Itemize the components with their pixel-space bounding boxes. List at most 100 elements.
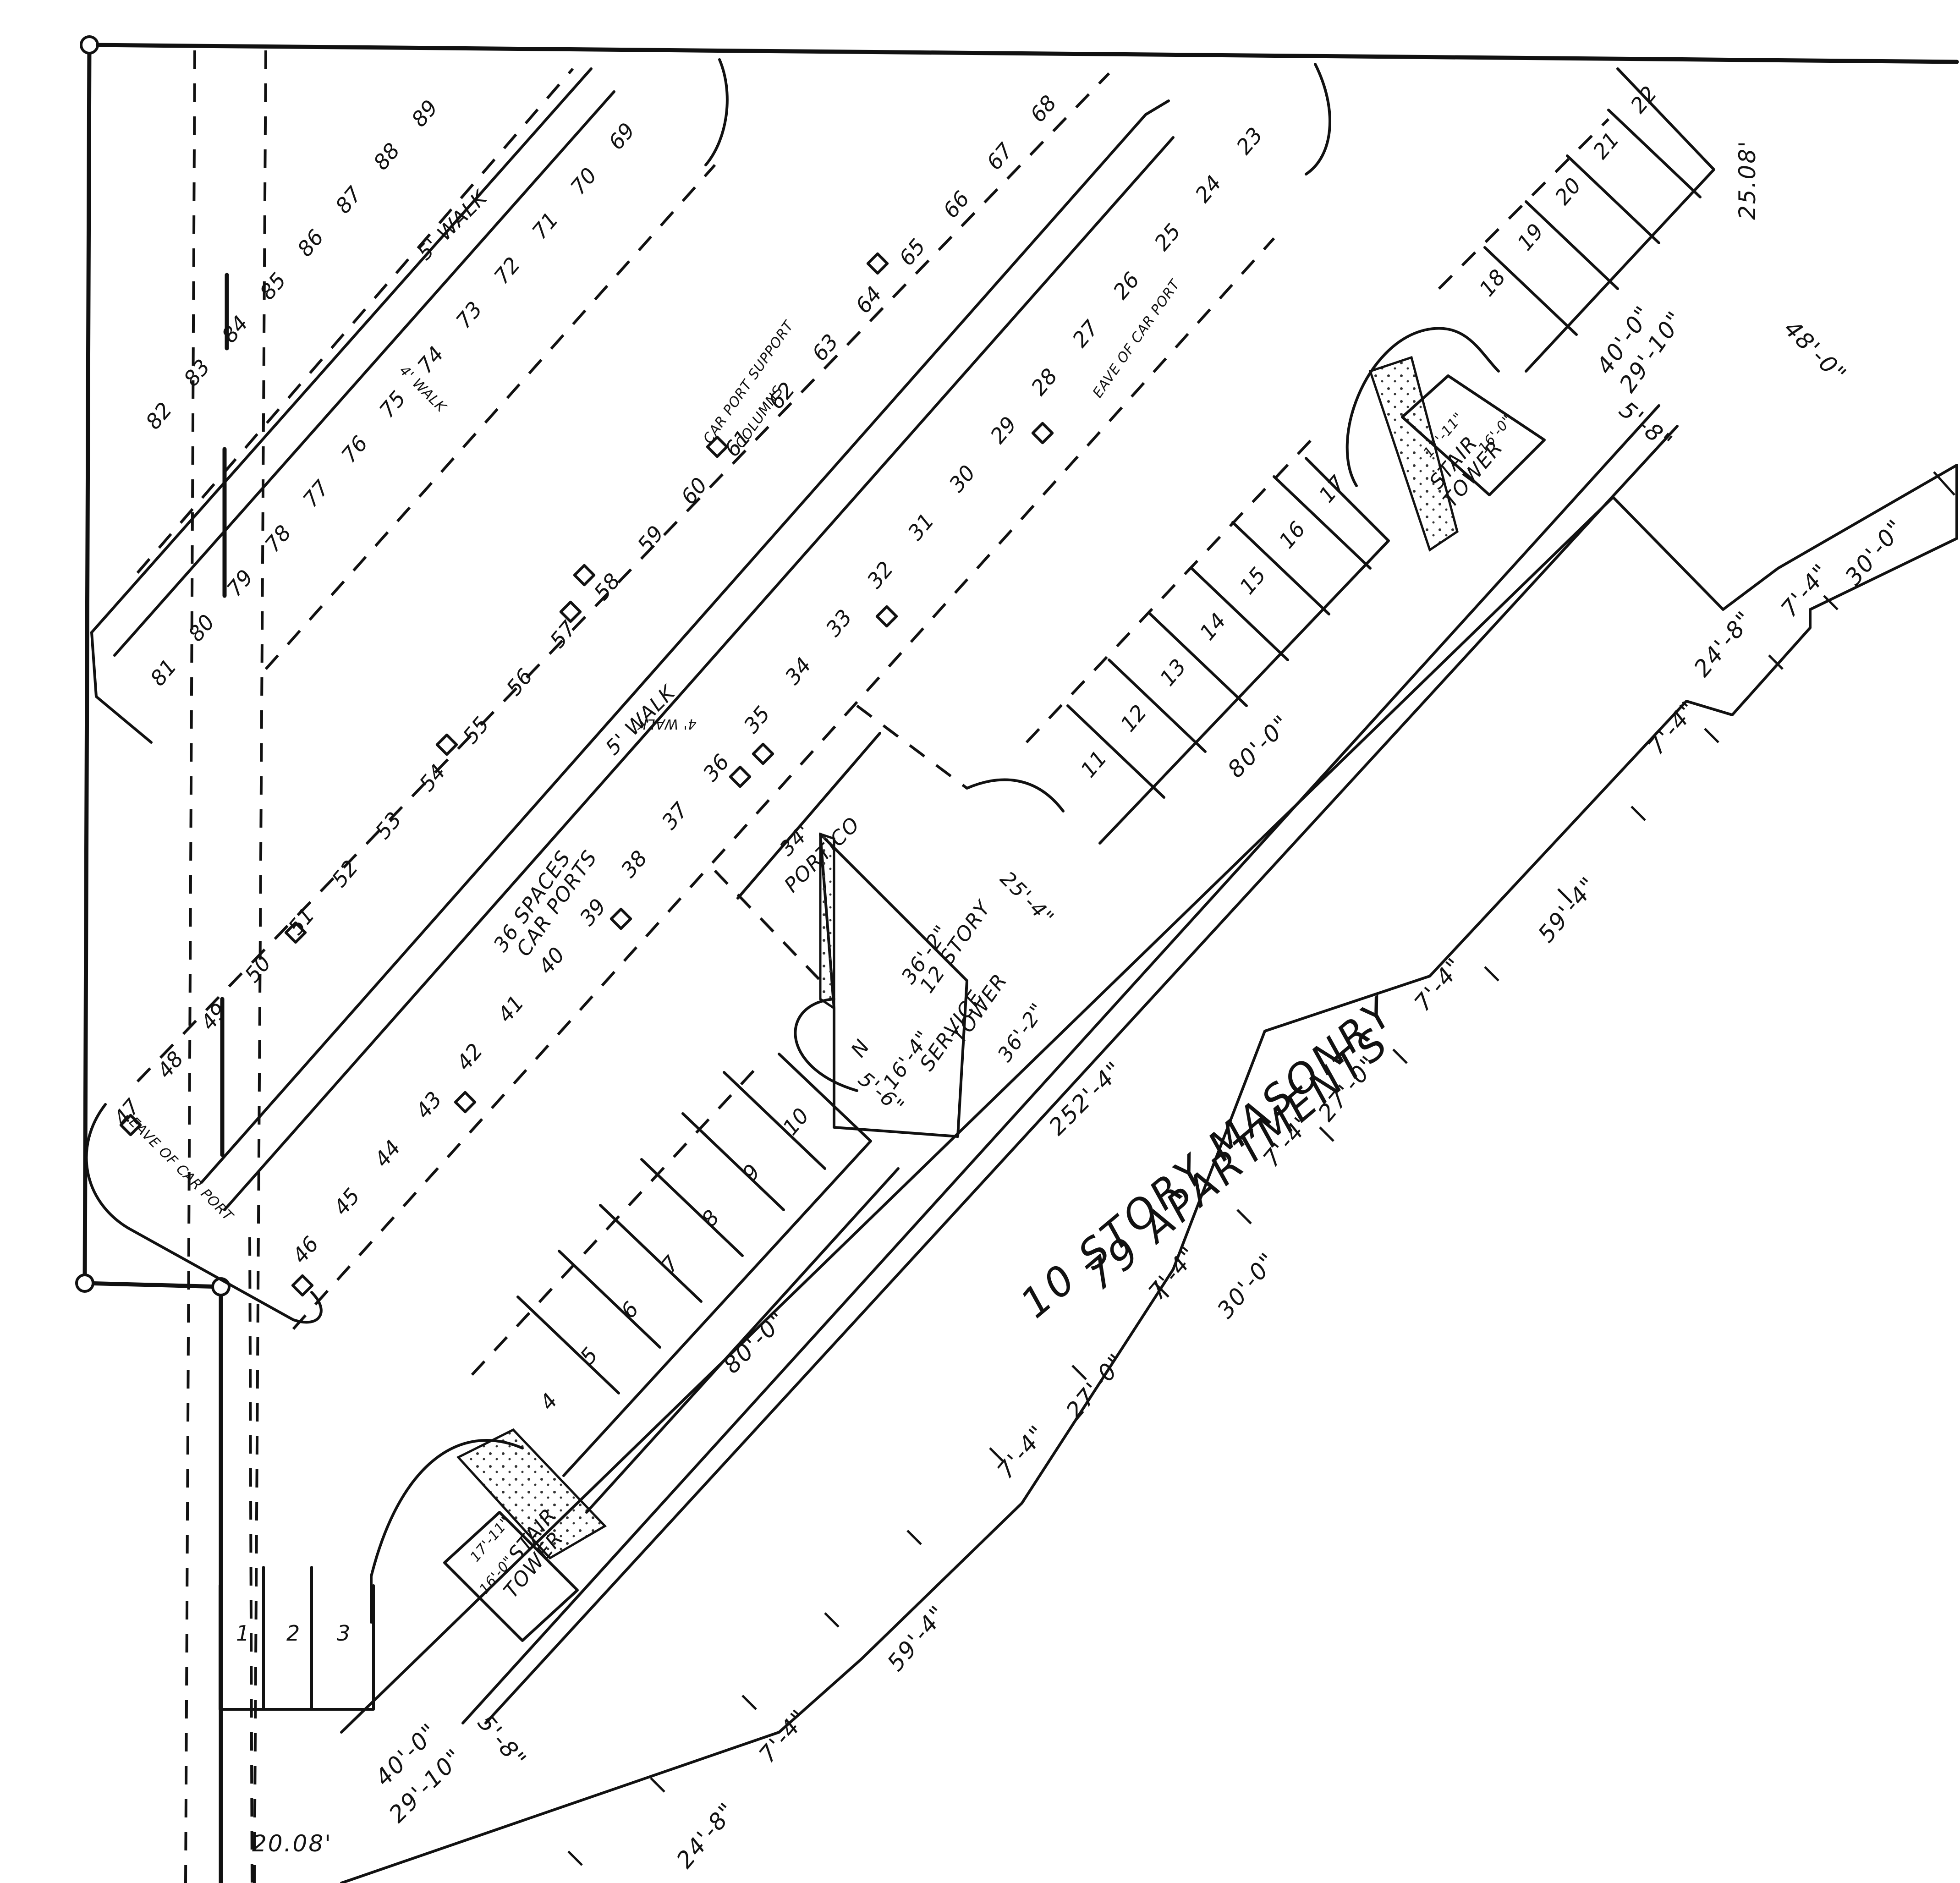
parking-stall-50: 50: [240, 951, 276, 988]
note-eave-bottom: EAVE OF CAR PORT: [126, 1114, 236, 1225]
parking-stall-84: 84: [217, 311, 253, 348]
parking-stall-81: 81: [145, 654, 181, 691]
note-eave-top: EAVE OF CAR PORT: [1090, 276, 1184, 401]
parking-stall-16: 16: [1274, 517, 1310, 554]
portico-outline: [714, 704, 968, 987]
parking-stall-2: 2: [286, 1621, 300, 1646]
dim-59-4-upper: 59'-4": [1533, 872, 1603, 948]
parking-stall-39: 39: [575, 894, 611, 931]
parking-stall-5: 5: [575, 1343, 603, 1369]
dim-59-4-lower: 59'-4": [882, 1600, 952, 1676]
parking-stall-32: 32: [862, 557, 898, 593]
parking-stall-45: 45: [329, 1184, 365, 1220]
walk-5-top: 5' WALK: [413, 186, 493, 265]
walk-80-lower: 80'-0": [718, 1306, 791, 1379]
parking-stall-37: 37: [657, 798, 693, 834]
stall-dividers: [516, 109, 1702, 1394]
dim-24-8-lower: 24'-8": [671, 1797, 741, 1873]
parking-stall-72: 72: [489, 253, 525, 289]
wall-hatch: [567, 595, 1839, 1866]
parking-stall-22: 22: [1625, 82, 1662, 118]
service-tower-dim-n: N: [846, 1035, 875, 1061]
parking-stall-73: 73: [451, 297, 487, 334]
property-right-width: 25.08': [1734, 140, 1761, 220]
dim-right-5-8: 5'-8": [1614, 396, 1678, 456]
dim-7-4-a: 7'-4": [754, 1704, 813, 1768]
parking-stall-34: 34: [780, 653, 816, 690]
parking-stall-46: 46: [287, 1232, 324, 1268]
parking-stall-49: 49: [196, 999, 232, 1035]
corner-marker-nw: [80, 35, 99, 55]
parking-stall-21: 21: [1588, 127, 1624, 164]
carport-row-b: [90, 58, 729, 744]
parking-stall-86: 86: [292, 225, 329, 262]
parking-stall-53: 53: [370, 807, 406, 844]
parking-stall-44: 44: [369, 1136, 406, 1172]
building-title-line2: 79 APARTMENTS: [1076, 1018, 1399, 1300]
service-tower: [794, 778, 1065, 1138]
parking-stall-17: 17: [1314, 471, 1350, 508]
parking-stall-60: 60: [676, 473, 712, 510]
walk-4-mid: 4' WALK: [637, 716, 697, 732]
parking-stall-numbers: 4567891011121314151617181920212223242526…: [109, 82, 1662, 1646]
parking-stall-10: 10: [778, 1103, 814, 1140]
parking-stall-79: 79: [222, 565, 258, 602]
walk-80-upper: 80'-0": [1222, 710, 1296, 783]
parking-stall-9: 9: [737, 1159, 765, 1186]
parking-stall-13: 13: [1155, 654, 1191, 691]
dim-7-4-b: 7'-4": [992, 1420, 1052, 1483]
parking-stall-38: 38: [616, 846, 652, 883]
parking-stall-29: 29: [985, 412, 1021, 449]
parking-stall-30: 30: [944, 461, 980, 497]
property-left-width: 20.08': [252, 1830, 332, 1857]
parking-stall-19: 19: [1512, 219, 1548, 256]
parking-stall-63: 63: [807, 329, 843, 366]
parking-stall-15: 15: [1235, 563, 1271, 599]
dim-7-4-f: 7'-4": [1643, 696, 1702, 759]
parking-stall-56: 56: [501, 664, 538, 701]
parking-stall-64: 64: [851, 282, 887, 318]
parking-stall-1: 1: [236, 1621, 249, 1646]
parking-stall-83: 83: [179, 355, 215, 391]
parking-stall-67: 67: [982, 138, 1018, 175]
parking-stall-48: 48: [152, 1047, 188, 1083]
parking-stall-33: 33: [821, 605, 857, 642]
corner-marker-sw: [75, 1274, 94, 1293]
parking-stall-85: 85: [255, 268, 291, 305]
parking-stall-4: 4: [535, 1389, 562, 1415]
parking-stall-70: 70: [565, 163, 602, 200]
parking-stall-12: 12: [1115, 700, 1152, 737]
parking-stall-76: 76: [336, 431, 373, 468]
service-tower-dim-bottom: 36'-2": [993, 999, 1050, 1066]
parking-stall-35: 35: [739, 702, 775, 738]
parking-stall-43: 43: [411, 1087, 447, 1124]
dim-7-4-e: 7'-4": [1409, 952, 1469, 1016]
parking-stall-87: 87: [330, 182, 367, 219]
parking-stall-24: 24: [1190, 171, 1226, 208]
parking-stall-14: 14: [1195, 609, 1231, 645]
parking-stall-31: 31: [903, 509, 939, 545]
parking-stall-78: 78: [260, 521, 296, 557]
parking-stall-82: 82: [141, 398, 177, 434]
parking-stall-18: 18: [1474, 265, 1510, 302]
dim-27-0-lower: 27'-0": [1061, 1348, 1131, 1424]
parking-stall-11: 11: [1076, 746, 1112, 783]
street-parking: [219, 1566, 375, 1711]
parking-stall-7: 7: [656, 1251, 684, 1277]
stair-tower-lower: [370, 1428, 607, 1642]
parking-stall-27: 27: [1067, 316, 1104, 352]
parking-stall-36: 36: [698, 750, 734, 786]
parking-stall-88: 88: [368, 138, 405, 175]
dim-30-0-lower: 30'-0": [1212, 1247, 1282, 1323]
parking-stall-52: 52: [327, 856, 363, 892]
parking-stall-41: 41: [493, 991, 529, 1027]
parking-stall-59: 59: [632, 521, 669, 558]
parking-stall-26: 26: [1108, 268, 1144, 304]
parking-stall-68: 68: [1025, 91, 1061, 127]
dim-24-8-upper: 24'-8": [1689, 606, 1759, 682]
parking-stall-25: 25: [1149, 219, 1186, 256]
stair-tower-upper: [1345, 327, 1546, 552]
carport-eave-lower: [85, 1103, 323, 1324]
service-tower-dim-right: 25'-4": [995, 867, 1059, 930]
